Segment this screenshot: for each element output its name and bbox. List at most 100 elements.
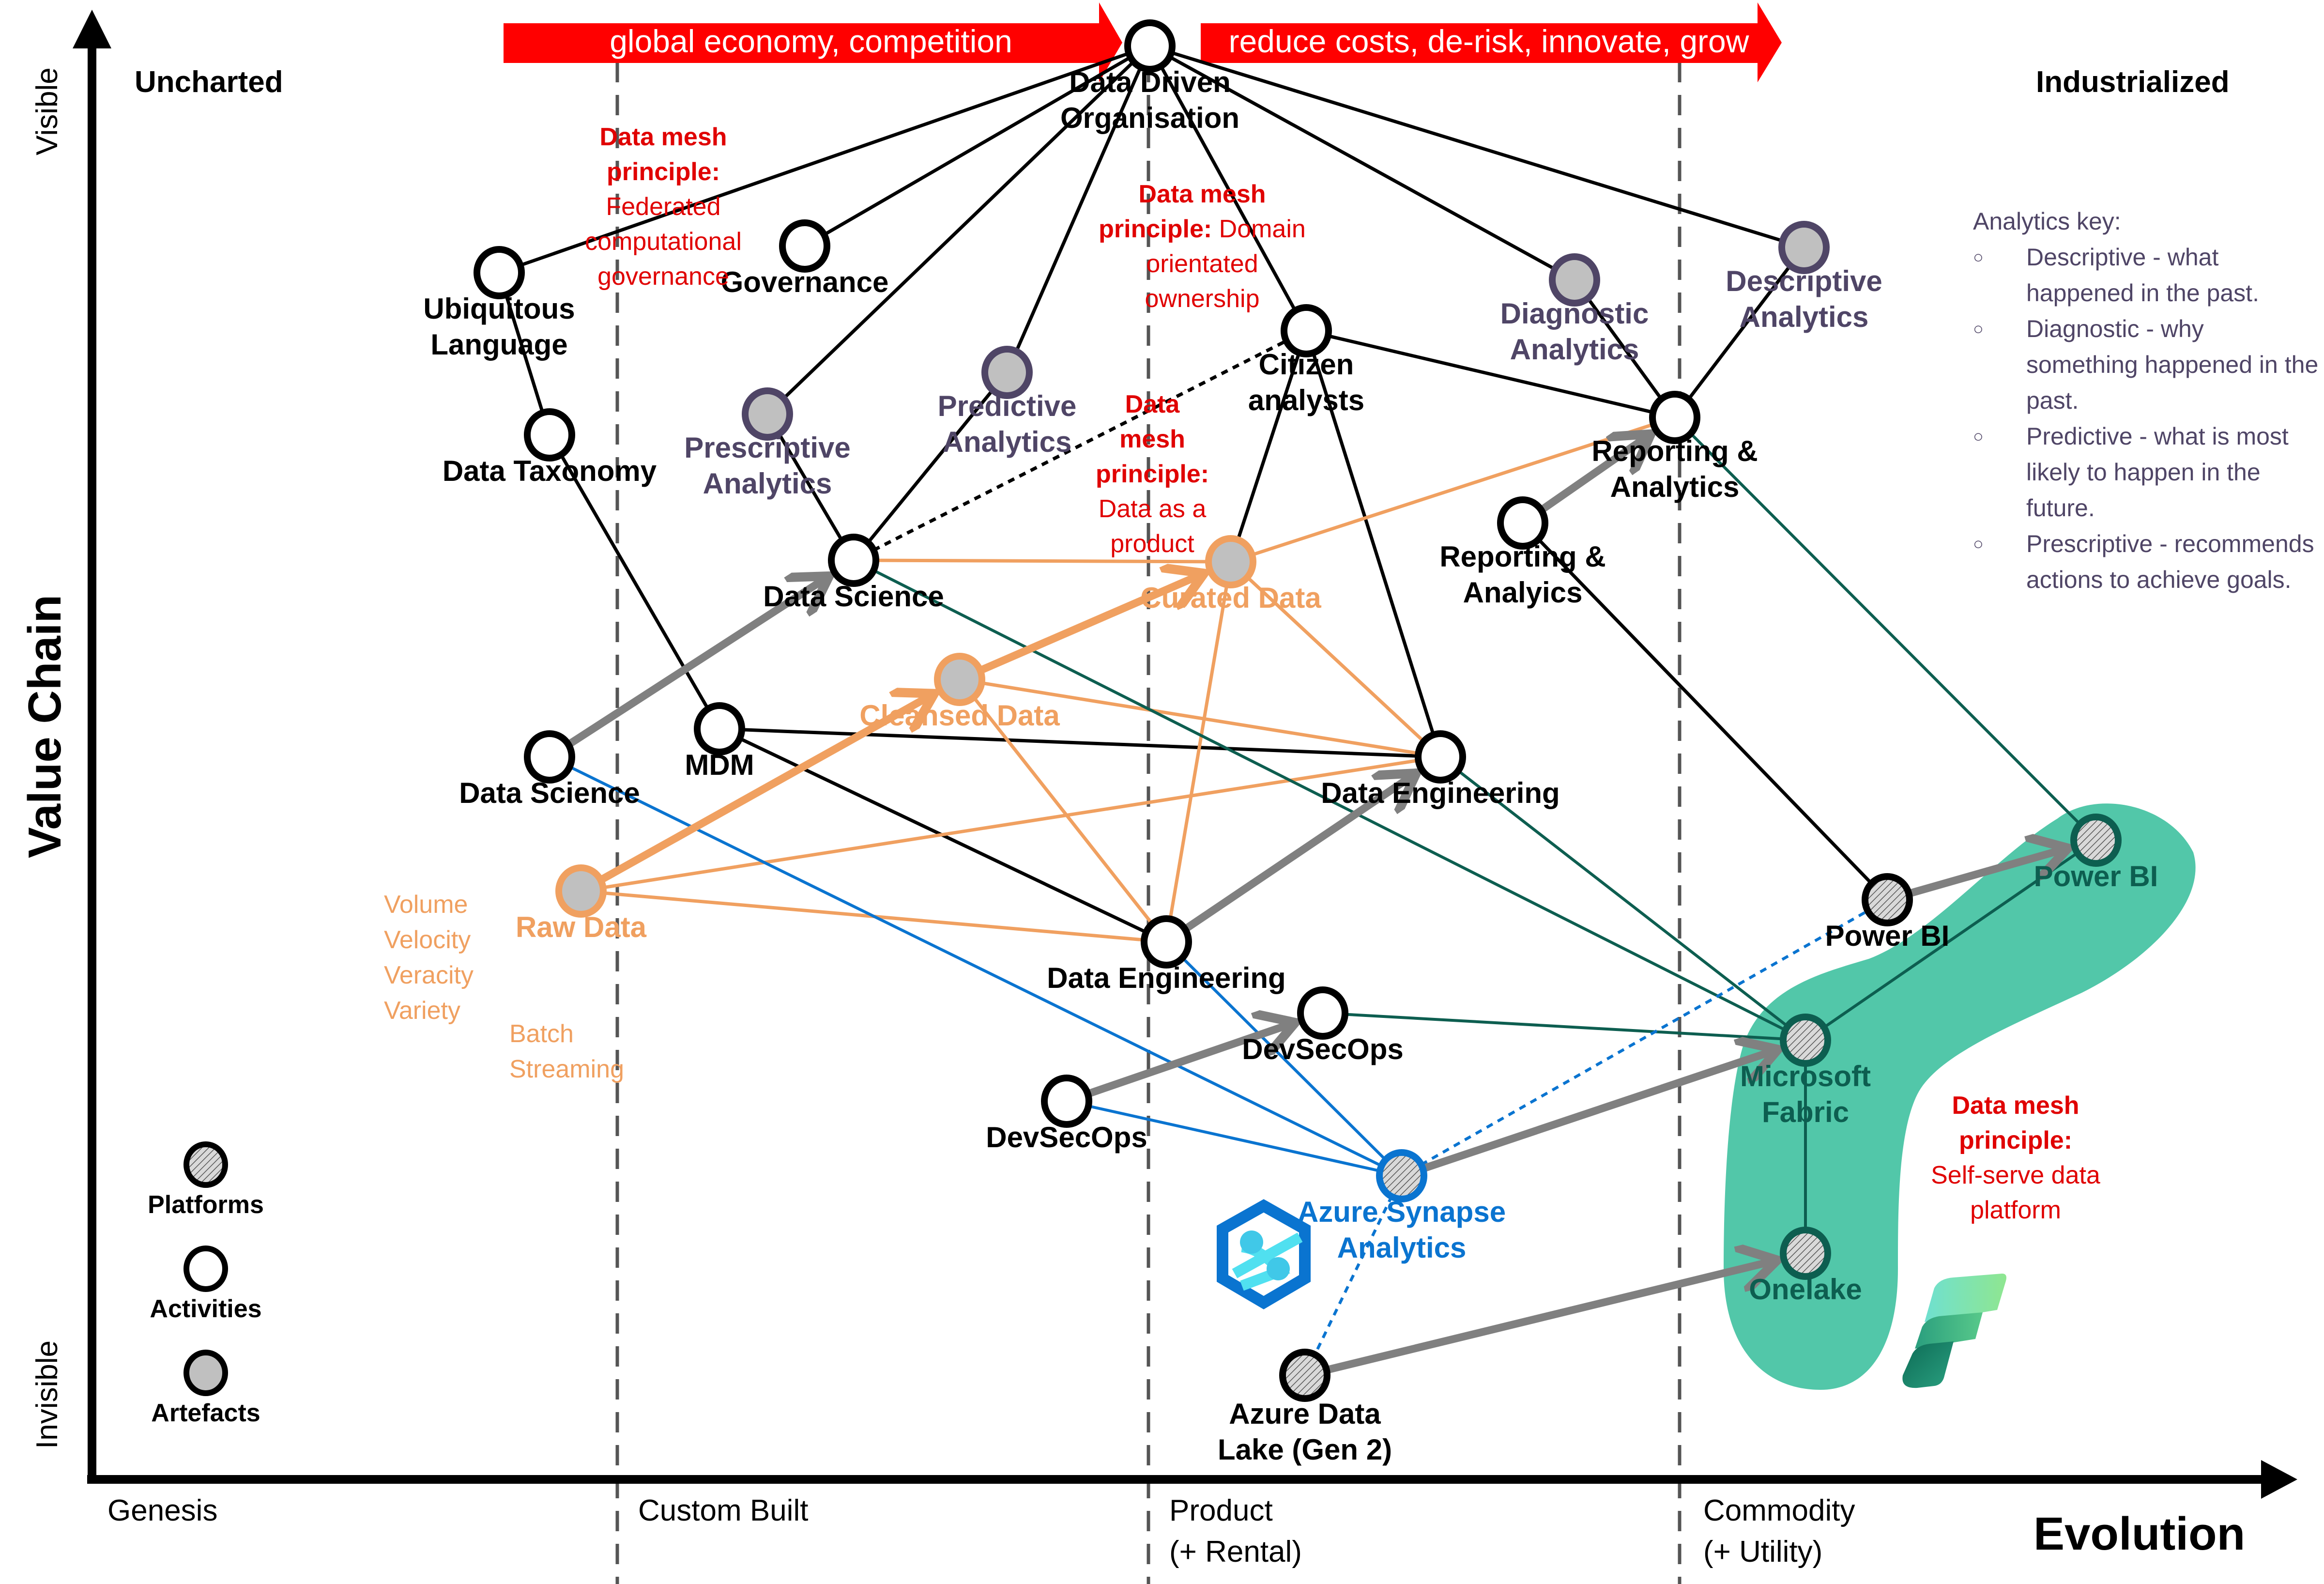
node-label: Analytics (1740, 301, 1869, 333)
svg-text:Data mesh: Data mesh (1952, 1092, 2079, 1120)
edge-synapse-pbi1 (1420, 909, 1869, 1166)
node-ds2[interactable]: Data Science (763, 534, 944, 613)
node-marker[interactable] (934, 653, 985, 706)
evolution-arrow-de1-de2 (1182, 773, 1416, 933)
node-label: Analytics (1337, 1231, 1467, 1264)
node-marker[interactable] (1549, 253, 1600, 307)
svg-text:Self-serve data: Self-serve data (1931, 1161, 2100, 1189)
node-curated[interactable]: Curated Data (1140, 535, 1321, 614)
node-rep2[interactable]: Reporting &Analytics (1591, 391, 1758, 503)
node-marker[interactable] (828, 534, 879, 587)
node-ds1[interactable]: Data Science (459, 730, 640, 809)
evolution-arrow-synapse-fabric (1422, 1049, 1778, 1172)
node-marker[interactable] (1862, 873, 1913, 926)
stage-product: Product (1169, 1494, 1273, 1527)
edge-curated-de2 (1246, 575, 1425, 743)
node-onelake[interactable]: Onelake (1749, 1227, 1862, 1306)
evolution-arrow-dso1-dso2 (1086, 1023, 1295, 1098)
svg-text:Streaming: Streaming (509, 1055, 624, 1083)
node-tax[interactable]: Data Taxonomy (443, 408, 657, 487)
node-marker[interactable] (1415, 730, 1466, 784)
node-label: Lake (Gen 2) (1218, 1433, 1392, 1466)
bullet-icon: ○ (1973, 534, 1984, 554)
edge-rep1-pbi1 (1537, 538, 1873, 885)
edge-ddo-gov (823, 56, 1131, 236)
node-dso2[interactable]: DevSecOps (1242, 986, 1404, 1065)
node-raw[interactable]: Raw Data (516, 864, 647, 943)
node-marker[interactable] (524, 408, 575, 461)
edge-rep2-pbi2 (1689, 432, 2081, 826)
svg-text:principle: Domain: principle: Domain (1099, 215, 1306, 243)
node-marker[interactable] (524, 730, 575, 784)
node-marker[interactable] (1780, 1227, 1831, 1280)
edge-citizen-curated (1236, 351, 1301, 541)
node-marker[interactable] (1297, 986, 1348, 1040)
edges (504, 51, 2081, 1374)
node-de2[interactable]: Data Engineering (1321, 730, 1560, 809)
node-marker[interactable] (1778, 221, 1830, 274)
node-marker[interactable] (1141, 915, 1192, 969)
node-marker[interactable] (474, 246, 525, 299)
edge-presc-ds2 (777, 432, 844, 542)
node-dso1[interactable]: DevSecOps (986, 1075, 1147, 1153)
banner-left-text: global economy, competition (610, 23, 1012, 59)
node-label: Onelake (1749, 1273, 1862, 1306)
svg-text:principle:: principle: (607, 158, 720, 186)
node-marker[interactable] (1649, 391, 1700, 444)
node-marker[interactable] (1124, 19, 1176, 73)
node-marker[interactable] (2070, 814, 2122, 867)
node-marker[interactable] (779, 219, 830, 273)
evolution-arrow-rep1-rep2 (1539, 434, 1651, 514)
node-pbi1[interactable]: Power BI (1825, 873, 1950, 952)
node-rep1[interactable]: Reporting &Analyics (1439, 496, 1606, 609)
edge-ddo-desc (1170, 51, 1784, 243)
edge-cleansed-de1 (972, 695, 1154, 926)
node-de1[interactable]: Data Engineering (1047, 915, 1286, 994)
edge-ddo-ubiq (520, 51, 1130, 267)
node-label: Data Science (459, 777, 640, 809)
svg-text:principle:: principle: (1096, 460, 1209, 488)
node-cleansed[interactable]: Cleansed Data (859, 653, 1060, 732)
node-label: DevSecOps (986, 1121, 1147, 1153)
analytics-key-item: ○Diagnostic - why something happened in … (1973, 311, 2322, 418)
node-pbi2[interactable]: Power BI (2034, 814, 2158, 892)
node-marker[interactable] (981, 346, 1033, 399)
node-marker[interactable] (1281, 304, 1332, 357)
node-marker[interactable] (1205, 535, 1256, 588)
node-label: Cleansed Data (859, 699, 1060, 732)
node-marker[interactable] (1041, 1075, 1092, 1128)
evolution-arrow-raw-cleansed (598, 693, 934, 884)
edge-de2-fabric (1457, 769, 1789, 1028)
node-label: Reporting & (1439, 540, 1605, 573)
node-gov[interactable]: Governance (721, 219, 889, 298)
node-label: Power BI (1825, 920, 1950, 952)
principle-selfserve: Data mesh principle: Self-serve data pla… (1931, 1092, 2100, 1224)
node-marker[interactable] (694, 702, 745, 755)
svg-text:platform: platform (1970, 1196, 2061, 1224)
node-marker[interactable] (1497, 496, 1548, 550)
svg-text:mesh: mesh (1119, 425, 1185, 453)
node-marker[interactable] (555, 864, 607, 918)
stage-product-2: (+ Rental) (1169, 1535, 1302, 1569)
node-mdm[interactable]: MDM (685, 702, 754, 781)
nodes: Data DrivenOrganisationUbiquitousLanguag… (423, 19, 2158, 1466)
node-marker[interactable] (1279, 1349, 1330, 1402)
node-label: Citizen (1259, 348, 1354, 381)
banner-left: global economy, competition (504, 2, 1122, 82)
node-marker[interactable] (742, 387, 793, 441)
analytics-key: Analytics key: ○Descriptive - what happe… (1973, 203, 2322, 598)
node-marker[interactable] (1376, 1149, 1427, 1202)
edge-ddo-diag (1168, 55, 1556, 271)
svg-text:Data: Data (1125, 390, 1180, 418)
node-marker[interactable] (1780, 1014, 1831, 1067)
